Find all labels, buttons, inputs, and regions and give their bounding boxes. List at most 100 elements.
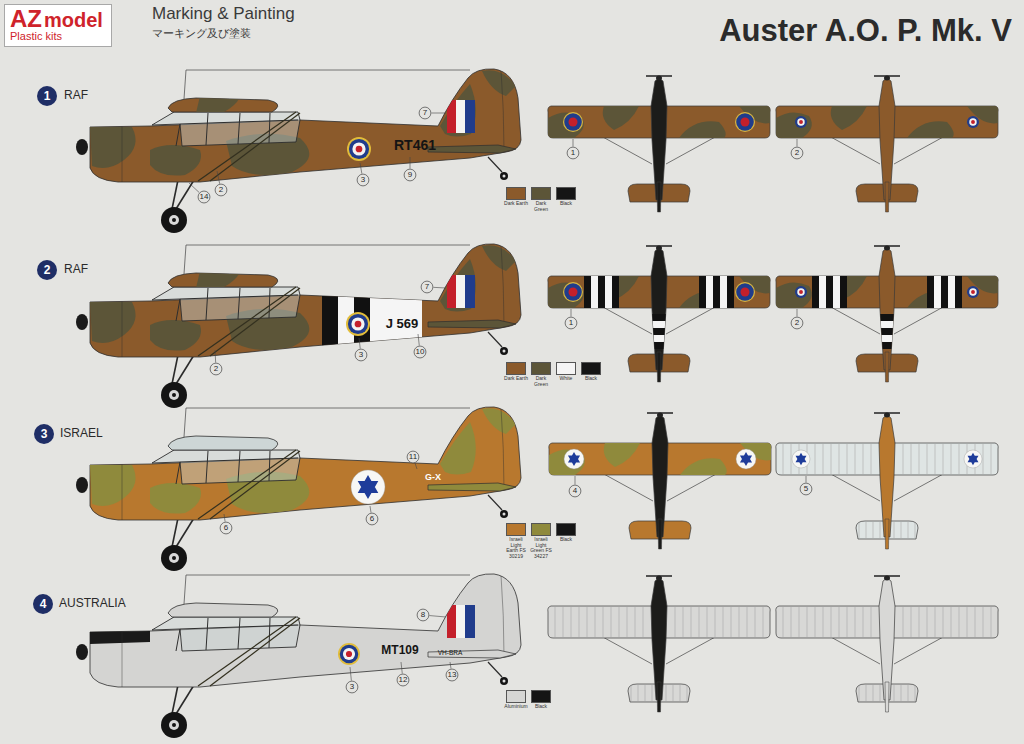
callout-number: 4 — [573, 487, 577, 496]
cabin-glazing — [152, 287, 300, 321]
brand-name: model — [44, 10, 103, 31]
scheme-name: RAF — [64, 263, 88, 276]
invasion-stripe — [833, 274, 840, 310]
wing — [168, 436, 278, 450]
camo-patch — [482, 70, 516, 96]
leader-line — [370, 506, 371, 513]
spinner — [657, 413, 663, 418]
wing-strut — [829, 306, 880, 334]
fin — [658, 519, 662, 549]
wing-strut — [210, 451, 300, 519]
serial-marking: RT461 — [394, 138, 436, 153]
paint-scheme — [90, 245, 516, 365]
code-marking: G-X — [425, 473, 441, 483]
roundel-ring — [347, 137, 371, 161]
leader-line — [429, 616, 446, 617]
roundel-ring — [741, 288, 750, 297]
callout-number: 8 — [421, 611, 425, 620]
camo-patch — [440, 259, 476, 312]
fin — [885, 352, 889, 382]
aircraft-plan — [549, 413, 771, 550]
legend-text: Israeli Light Green FS 34227 — [529, 537, 553, 559]
roundel-ring — [795, 116, 807, 128]
scheme-badge: 4 — [33, 594, 53, 614]
landing-gear-leg — [172, 518, 178, 547]
camo-patch — [831, 106, 867, 130]
scheme-badge: 3 — [34, 424, 54, 444]
callout-ring — [210, 363, 222, 375]
callout-ring — [565, 317, 577, 329]
fin — [885, 519, 889, 549]
invasion-stripe — [605, 274, 612, 310]
roundel-ring — [736, 283, 754, 301]
camo-patch — [196, 96, 240, 113]
invasion-stripe — [877, 342, 897, 349]
fin-flash — [447, 100, 456, 133]
leader-line — [350, 667, 351, 681]
star-of-david — [568, 452, 580, 466]
camo-patch — [150, 145, 201, 176]
wing-strut — [667, 473, 718, 501]
leader-line — [571, 309, 572, 317]
fin-flash — [465, 100, 475, 133]
roundel-ring — [355, 321, 362, 328]
roundel-disc — [351, 470, 385, 504]
callout-number: 1 — [571, 149, 575, 158]
fin — [657, 352, 661, 382]
legend-item: Black — [579, 362, 603, 382]
fin-flash — [456, 275, 465, 308]
leader-line — [431, 113, 446, 114]
main-wheel — [161, 545, 187, 571]
scheme-name: AUSTRALIA — [59, 597, 126, 610]
tail-wheel-hub — [503, 513, 506, 516]
spinner — [656, 246, 662, 251]
invasion-stripe — [713, 274, 720, 310]
callout-ring — [404, 169, 416, 181]
callout-ring — [567, 147, 579, 159]
legend-text: Dark Earth — [504, 376, 528, 382]
tailwheel-leg — [488, 332, 502, 347]
leader-line — [401, 662, 402, 674]
invasion-stripe — [649, 314, 669, 321]
leader-line — [573, 139, 574, 147]
aircraft-profile — [76, 69, 521, 233]
fin-flash — [465, 605, 475, 638]
callout-number: 13 — [448, 671, 457, 680]
wheel-hub — [169, 215, 179, 225]
callout-ring — [419, 107, 431, 119]
paint-scheme — [86, 575, 504, 688]
callout-ring — [215, 184, 227, 196]
brand-logo: AZmodelPlastic kits — [4, 4, 112, 47]
color-swatch — [506, 362, 526, 375]
invasion-stripe — [877, 314, 897, 321]
roundel-ring — [338, 643, 360, 665]
roundel-ring — [741, 118, 750, 127]
landing-gear-leg — [176, 180, 194, 209]
serial-marking: MT109 — [381, 644, 418, 657]
aircraft-plan — [776, 413, 998, 550]
panel-line — [122, 575, 504, 688]
fin-flash — [465, 275, 475, 308]
roundel-ring — [348, 314, 368, 334]
legend-item: Dark Green — [529, 187, 553, 212]
roundel-ring — [569, 288, 578, 297]
color-swatch — [531, 362, 551, 375]
leader-line — [217, 171, 220, 184]
antenna-wire — [184, 575, 470, 604]
roundel-disc — [736, 449, 756, 469]
fin-flash — [447, 605, 456, 638]
color-swatch — [556, 362, 576, 375]
camo-patch — [196, 271, 240, 288]
tail-wheel — [500, 172, 508, 180]
callout-number: 14 — [200, 193, 209, 202]
roundel-disc — [564, 449, 584, 469]
scheme-number: 2 — [44, 263, 51, 277]
invasion-stripe — [584, 274, 591, 310]
aircraft-plan — [776, 576, 998, 713]
panel-line — [122, 70, 504, 183]
aircraft-plan — [776, 76, 998, 213]
invasion-stripe — [877, 328, 897, 335]
legend-item: Black — [554, 187, 578, 207]
spinner — [76, 314, 88, 330]
camo-patch — [549, 449, 585, 475]
